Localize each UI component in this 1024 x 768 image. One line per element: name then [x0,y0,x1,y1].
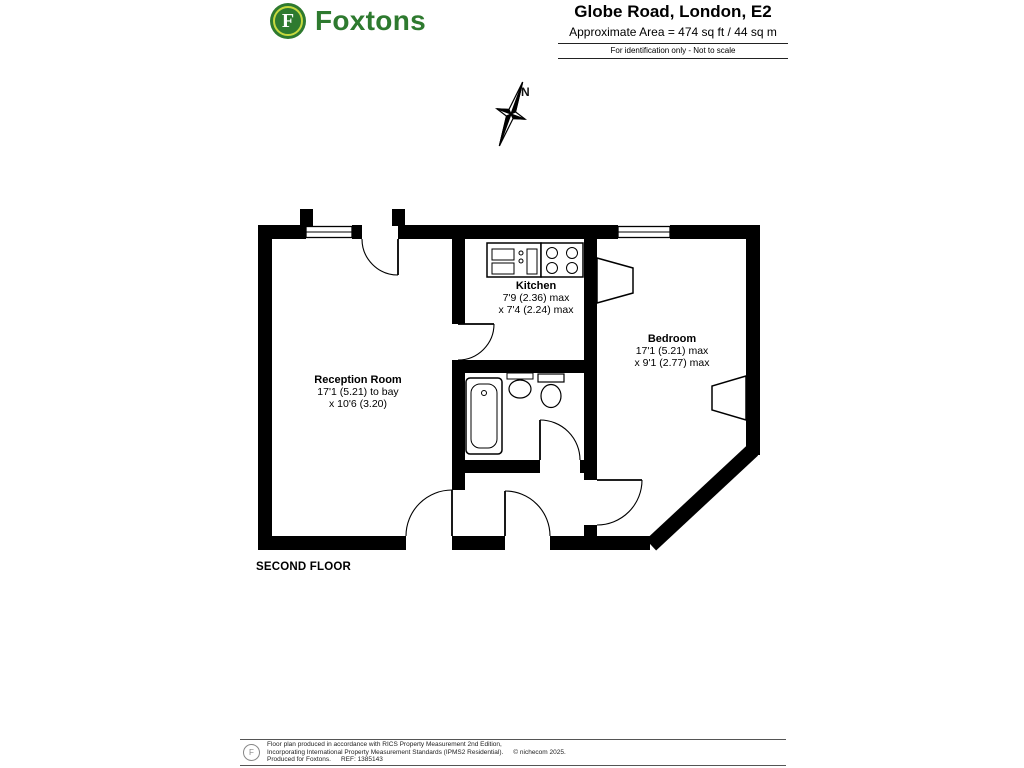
wall-bathroom-bottom-1 [452,460,540,473]
label-bedroom: Bedroom 17'1 (5.21) max x 9'1 (2.77) max [614,333,730,369]
room-dim-1: 17'1 (5.21) to bay [317,386,399,398]
room-dim-2: x 10'6 (3.20) [328,398,388,410]
door-arc-hall-entrance [504,490,551,537]
wall-diagonal [645,444,759,551]
sink-bowl-1 [491,248,515,261]
footer-produced: Produced for Foxtons. [267,756,331,764]
label-kitchen: Kitchen 7'9 (2.36) max x 7'4 (2.24) max [478,280,594,316]
wall-stub-2 [392,209,405,226]
fixtures [465,242,747,455]
room-dim-1: 17'1 (5.21) max [635,345,709,357]
room-dim-2: x 9'1 (2.77) max [634,357,710,369]
sink-bowl-2 [491,262,515,275]
wall-bottom-3 [550,536,650,550]
door-arc-reception-entrance [405,489,453,537]
room-dim-2: x 7'4 (2.24) max [498,304,574,316]
nichecom-roundel-icon: F [243,744,260,761]
windows [305,225,671,239]
room-name: Reception Room [314,374,402,386]
door-arc-top [361,238,399,276]
room-name: Bedroom [647,333,697,345]
wall-stub-1 [300,209,313,226]
burner-3 [546,262,558,274]
wall-bottom-2 [452,536,505,550]
sink-tap-1 [518,250,524,256]
wall-top-2 [352,225,362,239]
compass-west-dark [496,108,513,116]
wall-bedroom-left-1 [584,239,597,480]
brand-wordmark: Foxtons [315,5,426,36]
footer-standards: Incorporating International Property Mea… [267,748,504,756]
footer-ref: REF: 1385143 [340,756,383,764]
bath-drain [481,390,487,396]
alcove-bedroom-right [711,374,747,422]
identification-note: For identification only - Not to scale [558,43,788,59]
wall-right [746,225,760,455]
property-title: Globe Road, London, E2 [574,2,772,21]
compass-east-dark [509,112,526,120]
compass-north-dark [509,81,524,116]
label-reception-room: Reception Room 17'1 (5.21) to bay x 10'6… [278,374,438,410]
compass-rose-icon: N [494,81,530,147]
toilet-icon [537,373,565,409]
alcove-bedroom-left [596,257,634,304]
door-arc-kitchen [457,323,495,361]
room-name: Kitchen [515,280,557,292]
burner-2 [566,247,578,259]
approximate-area: Approximate Area = 474 sq ft / 44 sq m [569,25,777,39]
footer-line-3: Produced for Foxtons. REF: 1385143 [267,756,566,764]
wall-kitchen-left [452,239,465,324]
wall-bedroom-left-2 [584,525,597,536]
basin-counter [506,372,534,380]
burner-1 [546,247,558,259]
bath-inner [470,383,498,449]
kitchen-sink-icon [486,242,542,278]
door-arc-bedroom [596,479,643,526]
stove-body [540,242,584,278]
wall-top-4 [670,225,760,239]
wall-bottom-1 [258,536,406,550]
wall-top-3 [398,225,618,239]
wall-left [258,225,272,550]
floor-label: SECOND FLOOR [256,561,352,573]
walls [258,209,760,551]
footer-copyright: © nichecom 2025. [513,748,566,756]
wall-reception-right [452,360,465,490]
sink-tap-2 [518,258,524,264]
toilet-bowl [540,383,562,409]
compass-north-label: N [521,85,530,99]
burner-4 [566,262,578,274]
basin-icon [506,372,534,399]
room-dim-1: 7'9 (2.36) max [502,292,570,304]
foxtons-logo-icon: F [270,3,306,39]
bathtub-icon [465,377,503,455]
footer: F Floor plan produced in accordance with… [240,739,786,766]
logo-letter: F [281,9,295,32]
door-arc-bathroom [539,419,581,461]
basin-bowl [508,379,532,399]
toilet-tank [537,373,565,383]
stove-icon [540,242,584,278]
footer-fineprint: Floor plan produced in accordance with R… [267,741,566,764]
doors [361,238,643,537]
brand-header: F Foxtons [270,3,426,39]
wall-bathroom-top [452,360,597,373]
title-block: Globe Road, London, E2 Approximate Area … [558,2,788,59]
footer-line-2: Incorporating International Property Mea… [267,749,566,757]
compass-south-dark [498,112,513,147]
footer-line-1: Floor plan produced in accordance with R… [267,741,502,749]
sink-drainer [526,248,538,275]
